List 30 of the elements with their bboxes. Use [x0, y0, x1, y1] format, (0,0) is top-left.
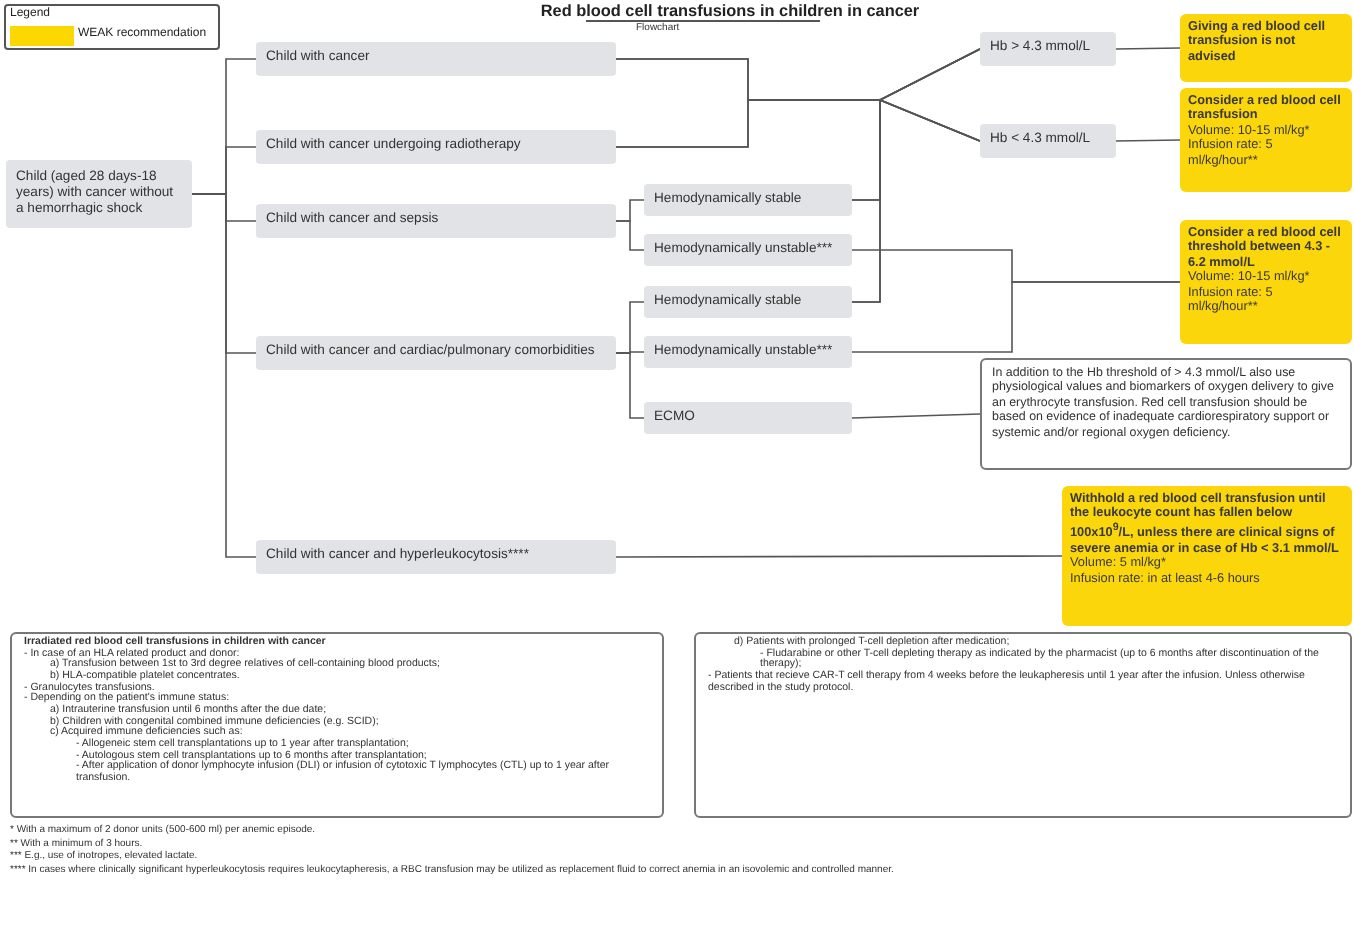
condition-box: [256, 540, 616, 574]
start-box: [6, 160, 192, 228]
status-box: [644, 184, 852, 216]
status-box: [644, 336, 852, 368]
info-panel: [10, 632, 664, 818]
connector-line: [1115, 139, 1181, 142]
info-panel: [694, 632, 1352, 818]
connector-line: [851, 98, 981, 303]
connector-line: [615, 555, 1063, 558]
status-box: [644, 402, 852, 434]
note-box: [980, 358, 1352, 470]
status-box: [644, 286, 852, 318]
condition-box: [256, 204, 616, 238]
status-box: [644, 234, 852, 266]
title: Red blood cell transfusions in children in cancer: [538, 2, 922, 20]
threshold-box: [980, 124, 1116, 158]
connector-line: [851, 413, 981, 419]
connector-line: [191, 193, 257, 558]
recommendation-box: [1180, 14, 1352, 82]
threshold-box: [980, 32, 1116, 66]
recommendation-box: [1180, 88, 1352, 192]
condition-box: [256, 130, 616, 164]
connector-line: [1115, 47, 1181, 50]
recommendation-box: [1180, 220, 1352, 344]
connector-line: [615, 220, 645, 251]
connector-line: [851, 281, 1181, 353]
condition-box: [256, 42, 616, 76]
recommendation-box: [1062, 486, 1352, 626]
condition-box: [256, 336, 616, 370]
connector-line: [615, 352, 645, 419]
